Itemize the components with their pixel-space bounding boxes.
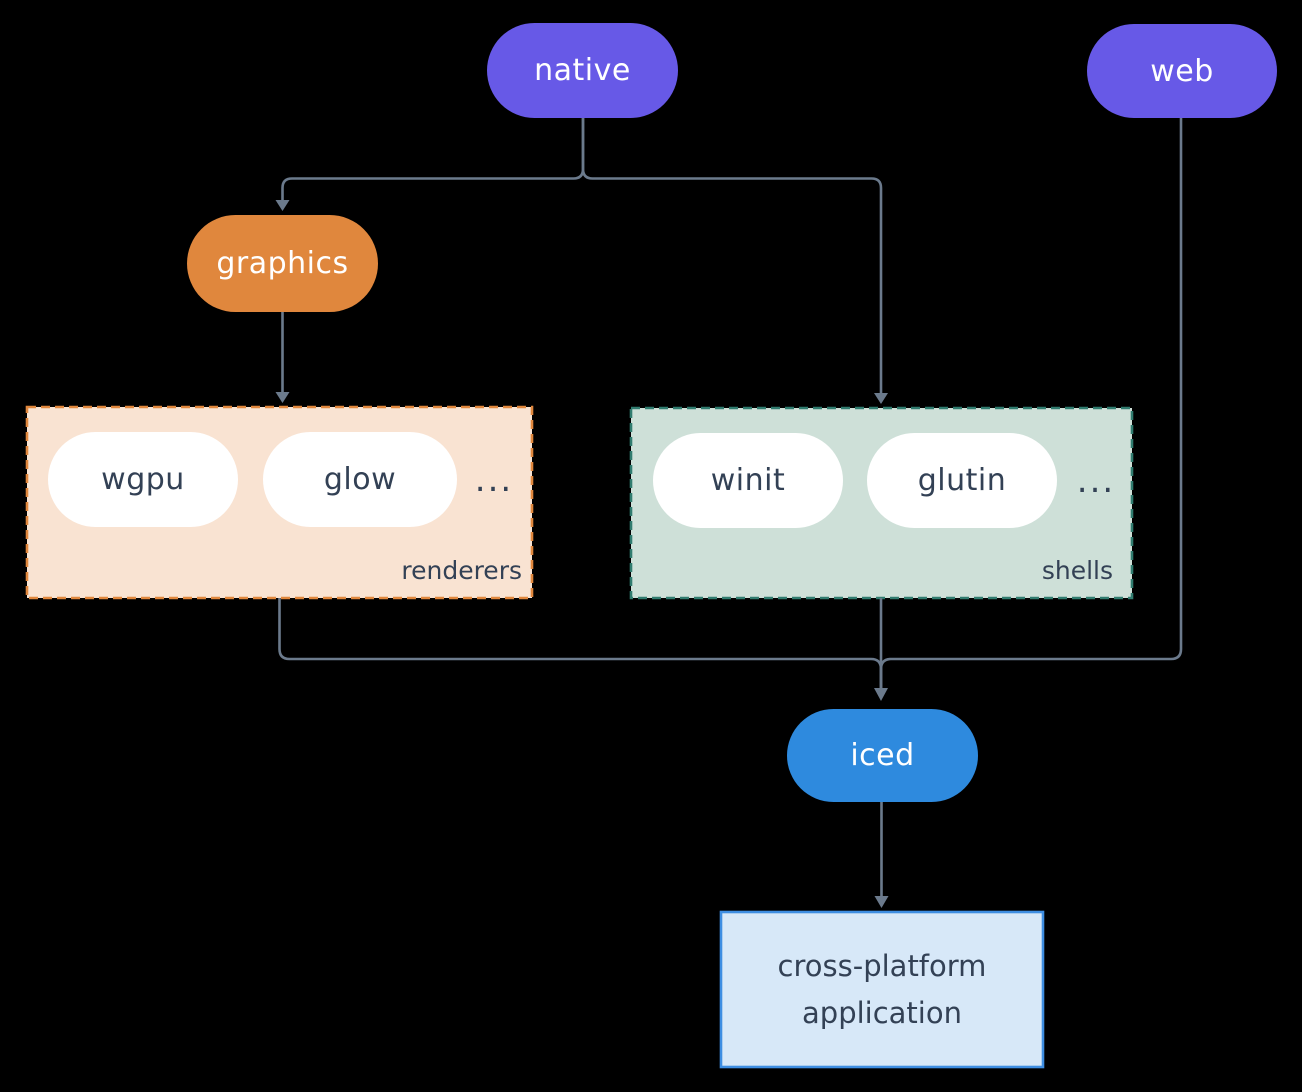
arrowhead-native-shells-icon	[874, 393, 888, 404]
node-graphics-label: graphics	[216, 246, 349, 281]
node-glow-label: glow	[323, 462, 397, 497]
application-box-label: cross-platform application	[721, 912, 1043, 1067]
node-iced-label: iced	[850, 738, 915, 773]
application-label-line2: application	[802, 995, 962, 1030]
arrowhead-native-graphics-icon	[275, 200, 290, 211]
node-web-label: web	[1150, 53, 1214, 89]
node-wgpu-label: wgpu	[101, 462, 185, 497]
node-glow: glow	[263, 432, 457, 527]
node-web: web	[1087, 24, 1277, 118]
node-winit: winit	[653, 433, 843, 528]
edge-native-shells	[581, 118, 883, 393]
renderers-group-label: renderers	[401, 556, 522, 585]
arrowhead-merge-iced-icon	[874, 688, 888, 701]
node-native-label: native	[534, 53, 631, 88]
node-glutin-label: glutin	[917, 463, 1007, 498]
application-label-line1: cross-platform	[777, 948, 987, 983]
node-wgpu: wgpu	[48, 432, 238, 527]
edge-native-graphics	[281, 118, 585, 200]
node-graphics: graphics	[187, 215, 378, 312]
edge-renderers-iced	[278, 598, 883, 688]
node-iced: iced	[787, 709, 978, 802]
node-winit-label: winit	[710, 463, 786, 498]
shells-group-label: shells	[1041, 556, 1113, 585]
shells-ellipsis: ...	[1076, 461, 1116, 501]
node-glutin: glutin	[867, 433, 1057, 528]
arrowhead-iced-application-icon	[874, 896, 889, 908]
node-native: native	[487, 23, 678, 118]
arrowhead-graphics-renderers-icon	[275, 392, 290, 403]
renderers-ellipsis: ...	[474, 460, 514, 500]
edge-web-iced	[879, 118, 1183, 688]
application-box	[719, 910, 1045, 1069]
